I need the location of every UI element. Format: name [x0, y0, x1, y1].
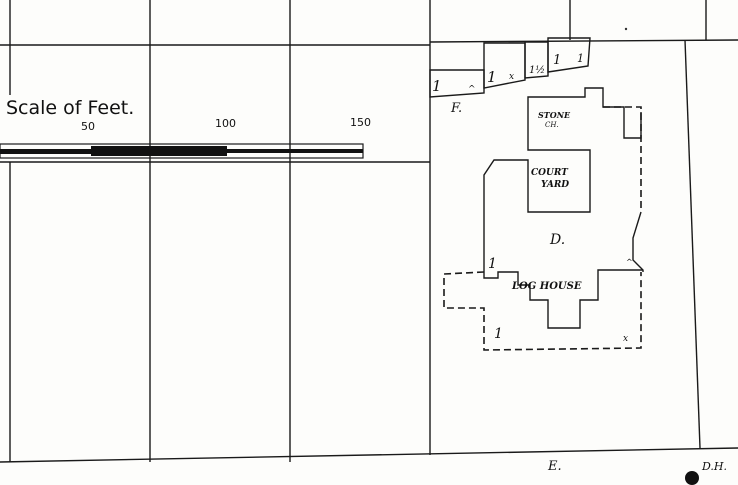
scale-bar: Scale of Feet. 50 100 150 [0, 97, 371, 159]
stone-chimney-outline [527, 87, 642, 139]
floor-mark: 1 [432, 77, 442, 95]
log-house-frame [443, 271, 642, 351]
lot-line [684, 39, 701, 449]
survey-dot-icon [624, 27, 628, 31]
floor-mark-x: x [509, 72, 514, 82]
label-court: COURT [531, 168, 569, 178]
floor-mark-x: x [623, 334, 628, 344]
floor-mark: 1 [487, 68, 497, 86]
building-wall [483, 112, 591, 270]
label-d: D. [549, 232, 565, 248]
floor-mark: 1 [577, 52, 584, 65]
floor-mark-half: 1½ [529, 65, 545, 76]
porch-outline [603, 106, 642, 212]
floor-mark: 1 [488, 256, 497, 272]
scale-tick-50: 50 [81, 120, 95, 133]
label-stone: STONE [538, 110, 571, 120]
building-wall [632, 211, 644, 272]
label-log-house: LOG HOUSE [511, 281, 582, 292]
hydrant-marker-icon [685, 471, 699, 485]
scale-segment [0, 149, 91, 154]
label-dh: D.H. [701, 460, 727, 473]
label-f: F. [450, 101, 462, 116]
street-line [0, 447, 738, 463]
label-e: E. [547, 459, 562, 474]
building-d: STONE CH. COURT YARD D. LOG HOUSE 1 ^ 1 … [443, 87, 644, 351]
scale-title: Scale of Feet. [6, 97, 134, 119]
floor-mark-arrow: ^ [626, 258, 633, 267]
scale-tick-100: 100 [215, 117, 236, 130]
lot-lines [0, 0, 738, 463]
scale-segment [91, 146, 227, 156]
outbuildings: 1 ^ 1 x 1½ 1 1 F. [429, 37, 591, 116]
outbuilding [547, 37, 591, 73]
log-house-wall [483, 269, 643, 329]
floor-mark: 1 [494, 326, 503, 342]
scale-segment [227, 149, 363, 153]
floor-mark-arrow: ^ [468, 85, 476, 95]
floor-mark: 1 [553, 53, 561, 68]
scale-tick-150: 150 [350, 116, 371, 129]
lot-line [429, 39, 738, 43]
label-yard: YARD [541, 180, 569, 190]
label-stone-ch: CH. [545, 121, 559, 129]
